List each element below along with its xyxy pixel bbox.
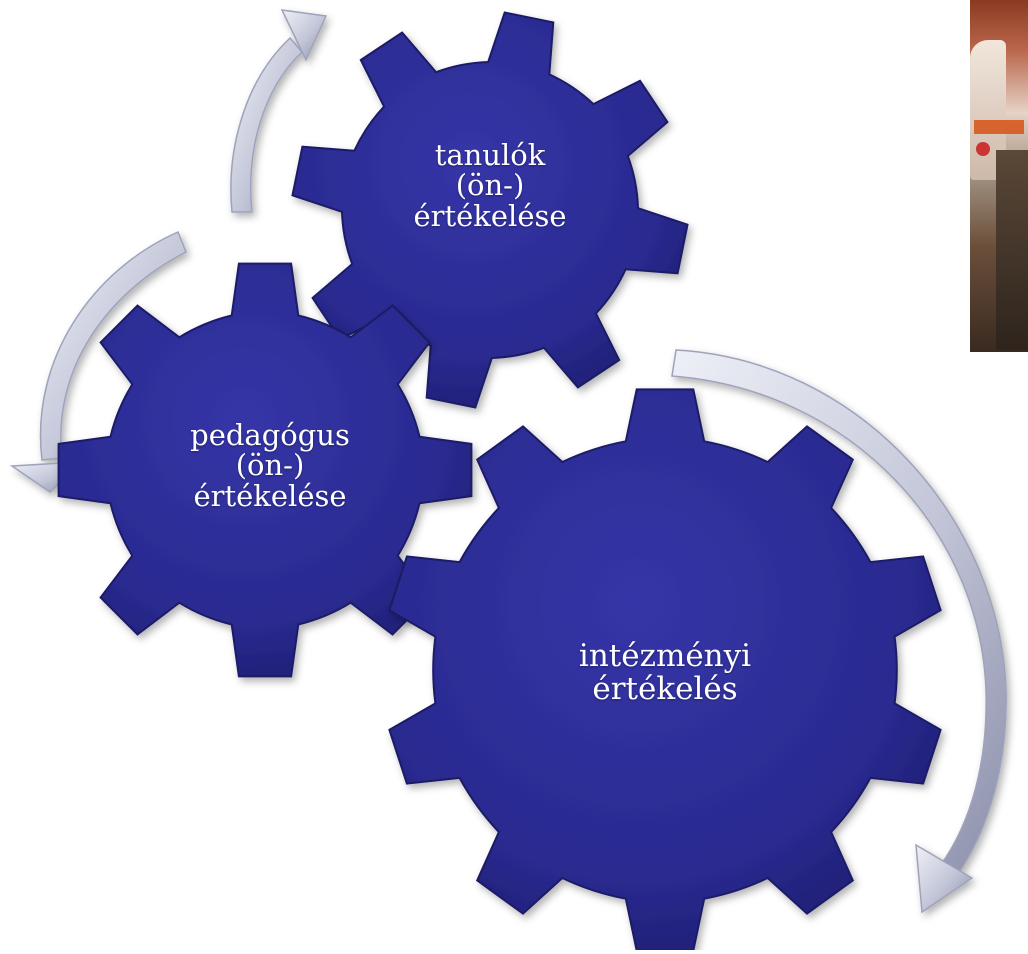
gear-label-pedagogus: pedagógus (ön-) értékelése	[150, 418, 390, 513]
gear-label-line: (ön-)	[455, 168, 525, 203]
people-photo	[970, 0, 1028, 352]
arrow-up-right	[230, 9, 328, 213]
gear-label-line: értékelése	[193, 478, 347, 513]
gear-label-line: intézményi	[578, 638, 752, 674]
gear-label-line: értékelése	[413, 198, 567, 233]
gear-label-line: pedagógus	[190, 418, 350, 452]
arrow-down-right	[671, 349, 1007, 914]
gear-label-line: értékelés	[592, 670, 738, 707]
gear-label-line: (ön-)	[235, 448, 305, 483]
gear-label-tanulok: tanulók (ön-) értékelése	[380, 138, 600, 233]
gear-intezmenyi	[388, 388, 942, 952]
gear-label-intezmenyi: intézményi értékelés	[540, 640, 790, 705]
gear-pedagogus	[57, 262, 473, 678]
gear-label-line: tanulók	[434, 138, 546, 172]
